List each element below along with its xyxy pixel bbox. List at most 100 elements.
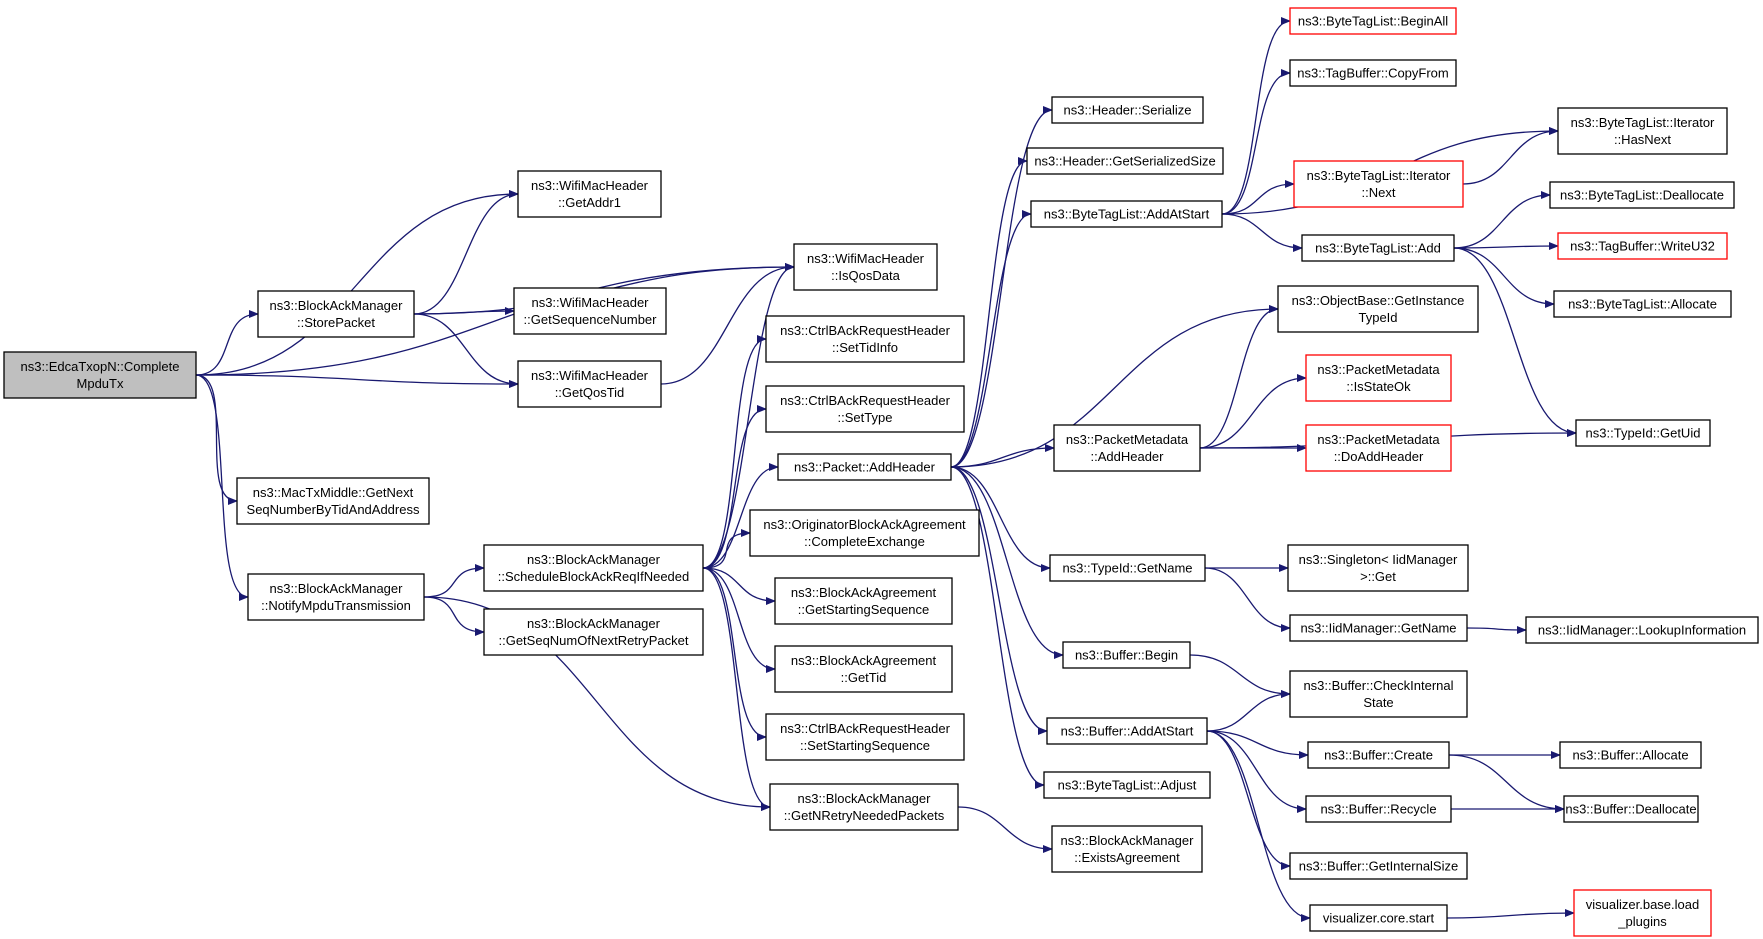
graph-node-n13[interactable]: ns3::OriginatorBlockAckAgreement::Comple… — [749, 509, 980, 557]
node-label-line: ::SetType — [838, 410, 893, 425]
node-label-line: ns3::Header::GetSerializedSize — [1034, 154, 1215, 169]
edge-n3-to-n17 — [423, 596, 771, 811]
graph-node-n7[interactable]: ns3::BlockAckManager::ScheduleBlockAckRe… — [483, 544, 704, 592]
graph-node-n46[interactable]: ns3::IidManager::LookupInformation — [1525, 616, 1759, 644]
node-label-line: ns3::Packet::AddHeader — [794, 460, 936, 475]
graph-node-n26[interactable]: ns3::BlockAckManager::ExistsAgreement — [1051, 825, 1203, 873]
graph-node-n24[interactable]: ns3::Buffer::AddAtStart — [1046, 717, 1208, 745]
node-box — [1557, 107, 1728, 155]
edge-n12-to-n20 — [950, 210, 1032, 468]
node-box — [1277, 285, 1479, 333]
node-label-line: visualizer.core.start — [1323, 911, 1435, 926]
graph-node-n1[interactable]: ns3::BlockAckManager::StorePacket — [257, 290, 415, 338]
graph-node-n2[interactable]: ns3::MacTxMiddle::GetNextSeqNumberByTidA… — [236, 477, 430, 525]
graph-node-n14[interactable]: ns3::BlockAckAgreement::GetStartingSeque… — [774, 577, 953, 625]
graph-node-n4[interactable]: ns3::WifiMacHeader::GetAddr1 — [517, 170, 662, 218]
graph-node-n22[interactable]: ns3::TypeId::GetName — [1049, 554, 1206, 582]
node-label-line: ::CompleteExchange — [804, 534, 925, 549]
graph-node-n39[interactable]: ns3::Buffer::GetInternalSize — [1289, 852, 1468, 880]
graph-node-n28[interactable]: ns3::TagBuffer::CopyFrom — [1289, 59, 1457, 87]
node-label-line: ns3::WifiMacHeader — [531, 368, 649, 383]
node-label-line: ::GetSeqNumOfNextRetryPacket — [498, 633, 688, 648]
node-label-line: ns3::WifiMacHeader — [531, 178, 649, 193]
edge-n21-to-n32 — [1199, 374, 1307, 449]
graph-node-n15[interactable]: ns3::BlockAckAgreement::GetTid — [774, 645, 953, 693]
graph-node-n35[interactable]: ns3::IidManager::GetName — [1289, 614, 1468, 642]
graph-node-n42[interactable]: ns3::ByteTagList::Deallocate — [1549, 181, 1735, 209]
graph-node-n20[interactable]: ns3::ByteTagList::AddAtStart — [1030, 200, 1223, 228]
edge-n12-to-n18 — [950, 106, 1053, 468]
edge-n7-to-n12 — [702, 463, 779, 569]
graph-node-n21[interactable]: ns3::PacketMetadata::AddHeader — [1053, 424, 1201, 472]
edge-n30-to-n45 — [1453, 247, 1577, 437]
graph-node-n47[interactable]: ns3::Buffer::Allocate — [1559, 741, 1702, 769]
graph-node-n10[interactable]: ns3::CtrlBAckRequestHeader::SetTidInfo — [765, 315, 965, 363]
node-label-line: ::SetStartingSequence — [800, 738, 930, 753]
graph-node-n45[interactable]: ns3::TypeId::GetUid — [1575, 419, 1711, 447]
node-box — [236, 477, 430, 525]
graph-node-n12[interactable]: ns3::Packet::AddHeader — [777, 453, 952, 481]
graph-node-n27[interactable]: ns3::ByteTagList::BeginAll — [1289, 7, 1457, 35]
node-box — [1293, 160, 1464, 208]
node-label-line: TypeId — [1358, 310, 1397, 325]
node-label-line: ns3::BlockAckManager — [798, 791, 932, 806]
node-label-line: SeqNumberByTidAndAddress — [247, 502, 420, 517]
node-label-line: ns3::PacketMetadata — [1317, 362, 1440, 377]
node-label-line: ns3::WifiMacHeader — [531, 295, 649, 310]
node-box — [765, 315, 965, 363]
graph-node-n29[interactable]: ns3::ByteTagList::Iterator::Next — [1293, 160, 1464, 208]
graph-node-n9[interactable]: ns3::WifiMacHeader::IsQosData — [793, 243, 938, 291]
graph-node-n18[interactable]: ns3::Header::Serialize — [1051, 96, 1204, 124]
node-label-line: ::GetStartingSequence — [798, 602, 930, 617]
graph-node-n40[interactable]: visualizer.core.start — [1309, 904, 1448, 932]
graph-node-n23[interactable]: ns3::Buffer::Begin — [1062, 641, 1191, 669]
edge-n20-to-n30 — [1221, 213, 1303, 252]
graph-node-n34[interactable]: ns3::Singleton< IidManager>::Get — [1287, 544, 1469, 592]
graph-node-n44[interactable]: ns3::ByteTagList::Allocate — [1553, 290, 1732, 318]
graph-node-n30[interactable]: ns3::ByteTagList::Add — [1301, 234, 1455, 262]
graph-node-n8[interactable]: ns3::BlockAckManager::GetSeqNumOfNextRet… — [483, 608, 704, 656]
node-label-line: ns3::Buffer::AddAtStart — [1061, 724, 1194, 739]
edge-n21-to-n31 — [1199, 305, 1279, 449]
graph-node-n6[interactable]: ns3::WifiMacHeader::GetQosTid — [517, 360, 662, 408]
graph-node-n49[interactable]: visualizer.base.load_plugins — [1573, 889, 1712, 937]
node-box — [1557, 232, 1728, 260]
node-label-line: ns3::Header::Serialize — [1064, 103, 1192, 118]
node-box — [1289, 852, 1468, 880]
node-label-line: ::StorePacket — [297, 315, 375, 330]
edge-n20-to-n29 — [1221, 180, 1295, 215]
graph-node-n11[interactable]: ns3::CtrlBAckRequestHeader::SetType — [765, 385, 965, 433]
node-box — [1289, 59, 1457, 87]
graph-node-n32[interactable]: ns3::PacketMetadata::IsStateOk — [1305, 354, 1452, 402]
graph-node-n5[interactable]: ns3::WifiMacHeader::GetSequenceNumber — [513, 287, 667, 335]
graph-node-n41[interactable]: ns3::ByteTagList::Iterator::HasNext — [1557, 107, 1728, 155]
node-box — [1305, 795, 1452, 823]
node-box — [257, 290, 415, 338]
node-label-line: ::DoAddHeader — [1334, 449, 1424, 464]
graph-node-n37[interactable]: ns3::Buffer::Create — [1307, 741, 1450, 769]
node-box — [774, 645, 953, 693]
graph-node-n43[interactable]: ns3::TagBuffer::WriteU32 — [1557, 232, 1728, 260]
node-label-line: ns3::BlockAckAgreement — [791, 585, 937, 600]
node-label-line: ns3::ByteTagList::BeginAll — [1298, 14, 1448, 29]
edge-n6-to-n9 — [660, 263, 795, 385]
graph-node-n48[interactable]: ns3::Buffer::Deallocate — [1563, 795, 1699, 823]
graph-node-n16[interactable]: ns3::CtrlBAckRequestHeader::SetStartingS… — [765, 713, 965, 761]
node-box — [765, 713, 965, 761]
edge-n40-to-n49 — [1446, 909, 1575, 919]
graph-node-n25[interactable]: ns3::ByteTagList::Adjust — [1043, 771, 1211, 799]
edge-n7-to-n16 — [702, 567, 767, 741]
graph-node-n38[interactable]: ns3::Buffer::Recycle — [1305, 795, 1452, 823]
node-label-line: ns3::ByteTagList::Allocate — [1568, 297, 1717, 312]
edge-n30-to-n42 — [1453, 191, 1551, 249]
graph-node-n3[interactable]: ns3::BlockAckManager::NotifyMpduTransmis… — [247, 573, 425, 621]
node-box — [483, 608, 704, 656]
graph-node-n19[interactable]: ns3::Header::GetSerializedSize — [1026, 147, 1224, 175]
graph-node-n17[interactable]: ns3::BlockAckManager::GetNRetryNeededPac… — [769, 783, 959, 831]
edge-n17-to-n26 — [957, 806, 1053, 853]
graph-node-n33[interactable]: ns3::PacketMetadata::DoAddHeader — [1305, 424, 1452, 472]
node-box — [1289, 7, 1457, 35]
